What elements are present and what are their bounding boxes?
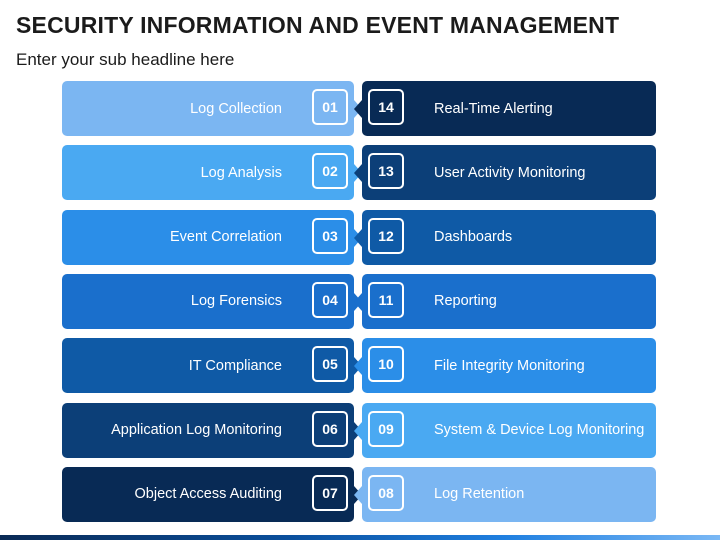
item-label: Reporting	[434, 293, 497, 310]
item-object-access-auditing: Object Access Auditing 07	[62, 466, 362, 522]
item-application-log-monitoring: Application Log Monitoring 06	[62, 402, 362, 458]
item-number-badge: 03	[312, 217, 348, 254]
item-label: IT Compliance	[188, 357, 282, 374]
item-number-badge: 13	[368, 153, 404, 190]
item-number-badge: 01	[312, 89, 348, 125]
item-reporting: 11 Reporting	[354, 273, 656, 329]
item-system-device-log-monitoring: 09 System & Device Log Monitoring	[354, 402, 656, 458]
item-number-badge: 04	[312, 281, 348, 318]
connector-notch	[354, 357, 362, 376]
item-it-compliance: IT Compliance 05	[62, 338, 362, 394]
item-number-badge: 02	[312, 153, 348, 190]
item-label: Object Access Auditing	[134, 486, 283, 503]
item-user-activity-monitoring: 13 User Activity Monitoring	[354, 145, 656, 201]
item-number-badge: 11	[368, 281, 404, 318]
item-label: System & Device Log Monitoring	[434, 422, 645, 438]
connector-notch	[354, 421, 362, 440]
item-label: Log Collection	[190, 100, 282, 117]
footer-gradient-bar	[0, 535, 720, 540]
item-number-badge: 09	[368, 410, 404, 447]
item-log-retention: 08 Log Retention	[354, 466, 656, 522]
item-label: File Integrity Monitoring	[434, 357, 585, 374]
item-real-time-alerting: 14 Real-Time Alerting	[354, 81, 656, 136]
item-number-badge: 06	[312, 410, 348, 447]
connector-notch	[354, 100, 362, 118]
item-number-badge: 10	[368, 346, 404, 383]
item-label: Log Retention	[434, 486, 525, 503]
item-event-correlation: Event Correlation 03	[62, 209, 362, 265]
item-log-collection: Log Collection 01	[62, 81, 362, 136]
item-label: Application Log Monitoring	[111, 422, 282, 438]
item-log-forensics: Log Forensics 04	[62, 273, 362, 329]
item-number-badge: 08	[368, 474, 404, 511]
item-number-badge: 05	[312, 346, 348, 383]
item-file-integrity-monitoring: 10 File Integrity Monitoring	[354, 338, 656, 394]
page-title: SECURITY INFORMATION AND EVENT MANAGEMEN…	[16, 12, 620, 38]
connector-notch	[354, 228, 362, 247]
item-label: Event Correlation	[169, 229, 282, 246]
item-label: Dashboards	[434, 229, 513, 246]
connector-notch	[354, 485, 362, 504]
item-label: User Activity Monitoring	[434, 164, 586, 181]
item-dashboards: 12 Dashboards	[354, 209, 656, 265]
item-label: Log Forensics	[190, 293, 282, 310]
item-log-analysis: Log Analysis 02	[62, 145, 362, 201]
item-label: Real-Time Alerting	[434, 100, 553, 117]
item-label: Log Analysis	[200, 164, 282, 181]
sub-headline: Enter your sub headline here	[16, 50, 235, 69]
item-number-badge: 14	[368, 89, 404, 125]
item-number-badge: 07	[312, 474, 348, 511]
connector-notch	[354, 292, 362, 311]
connector-notch	[354, 164, 362, 183]
item-number-badge: 12	[368, 217, 404, 254]
